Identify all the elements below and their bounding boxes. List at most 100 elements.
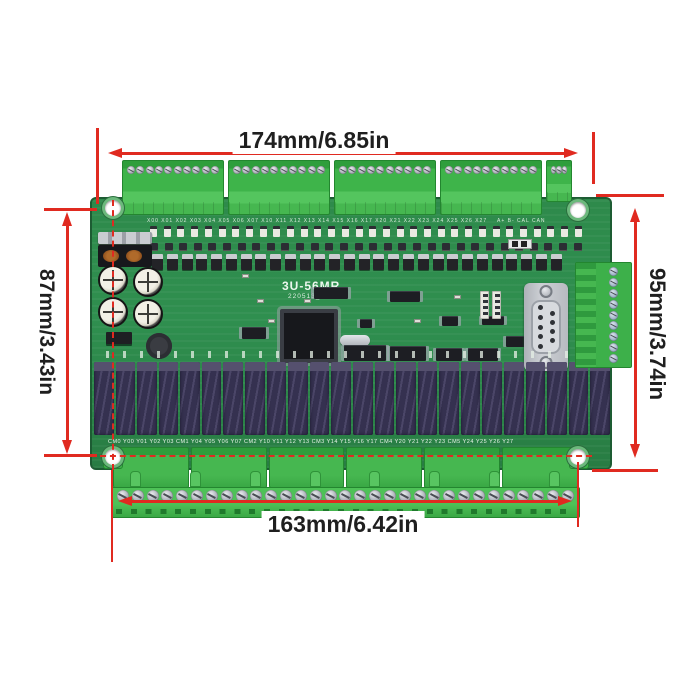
terminal-screw	[307, 166, 316, 174]
relay	[503, 362, 524, 435]
smd-component	[268, 319, 275, 323]
led-indicator	[410, 226, 418, 237]
led-indicator	[506, 226, 514, 237]
dim-hole-axis-left-dashed	[112, 200, 114, 470]
terminal-screw	[146, 490, 159, 502]
terminal-screw	[205, 490, 218, 502]
led-indicator	[150, 226, 157, 237]
power-transistor	[314, 254, 326, 270]
transistor	[252, 243, 261, 251]
power-transistor	[196, 254, 208, 270]
terminal-screw	[463, 166, 472, 174]
power-transistor	[462, 254, 474, 270]
terminal-screw	[192, 166, 201, 174]
db9-pin	[538, 314, 543, 320]
comm-labels-silkscreen: A+ B- CAL CAN	[497, 218, 546, 224]
ic-chip	[360, 319, 372, 328]
terminal-screw	[270, 166, 279, 174]
terminal-screw	[309, 490, 322, 502]
smd-transistor-row	[150, 243, 582, 251]
led-indicator	[259, 226, 267, 237]
terminal-peg	[130, 471, 141, 487]
relay	[525, 362, 546, 435]
terminal-screw	[517, 490, 530, 502]
power-terminal-clamp	[98, 232, 152, 244]
terminal-screw	[609, 321, 618, 331]
led-indicator	[396, 226, 404, 237]
terminal-screw	[443, 490, 456, 502]
relay	[482, 362, 502, 435]
terminal-screw	[609, 267, 618, 276]
power-transistor	[447, 254, 459, 270]
terminal-screw	[454, 166, 463, 174]
led-indicator	[478, 226, 486, 237]
terminal-block	[334, 160, 436, 215]
transistor	[150, 243, 158, 251]
dim-right-tick-top	[596, 194, 664, 197]
dim-top-arrowhead-left	[108, 148, 122, 158]
dim-bottom-extension-left	[111, 470, 113, 562]
power-transistor	[432, 254, 444, 270]
dip-switch	[508, 239, 532, 249]
led-indicator	[465, 226, 473, 237]
db9-pin	[550, 329, 555, 334]
ic-chip	[482, 316, 504, 325]
top-terminal-strip	[122, 160, 572, 215]
transistor	[559, 243, 568, 251]
bottom-terminal-upper-row	[113, 447, 578, 488]
right-terminal-block	[575, 262, 632, 368]
led-indicator	[424, 226, 432, 237]
transistor	[325, 243, 334, 251]
dim-hole-axis-dashed	[100, 455, 592, 457]
smd-component	[304, 299, 311, 303]
dim-top-extension-left	[96, 128, 99, 204]
led-indicator	[287, 226, 295, 237]
relay	[352, 362, 373, 435]
relay	[309, 362, 330, 435]
terminal-screw	[294, 490, 307, 502]
led-indicator	[163, 226, 171, 237]
transistor	[442, 243, 451, 251]
transistor	[383, 243, 392, 251]
terminal-screw	[609, 343, 618, 353]
ic-chip	[242, 327, 266, 339]
terminal-screw	[551, 166, 557, 174]
terminal-peg	[309, 471, 321, 487]
power-transistor	[255, 254, 267, 270]
terminal-screw	[394, 166, 403, 174]
transistor	[310, 243, 319, 251]
terminal-plug	[576, 263, 596, 367]
terminal-screw	[502, 490, 515, 502]
power-transistor	[166, 254, 178, 270]
dim-right-label: 95mm/3.74in	[645, 267, 670, 401]
terminal-screw	[154, 166, 163, 174]
db9-pin	[538, 305, 543, 310]
ic-chip	[390, 291, 420, 302]
power-transistor	[152, 254, 163, 270]
transistor	[500, 243, 509, 251]
ic-chip	[314, 287, 348, 299]
terminal-screw	[519, 166, 528, 174]
terminal-screw	[609, 310, 618, 320]
dim-left-arrow-line	[66, 224, 69, 442]
transistor	[179, 243, 188, 251]
led-indicator	[341, 226, 349, 237]
terminal-block	[440, 160, 542, 215]
terminal-screw	[482, 166, 491, 174]
terminal-screw	[260, 166, 269, 174]
terminal-screw	[233, 166, 241, 174]
terminal-screw	[376, 166, 385, 174]
terminal-screw	[339, 490, 352, 502]
power-transistor	[343, 254, 355, 270]
terminal-screw	[561, 166, 567, 174]
dim-left-label: 87mm/3.43in	[35, 268, 58, 396]
terminal-screw	[201, 166, 210, 174]
relay	[94, 362, 114, 435]
terminal-screw	[528, 166, 537, 174]
terminal-screw	[357, 166, 366, 174]
terminal-screw	[220, 490, 233, 502]
electrolytic-capacitor	[133, 267, 163, 297]
transistor	[369, 243, 378, 251]
mounting-hole	[570, 202, 586, 218]
